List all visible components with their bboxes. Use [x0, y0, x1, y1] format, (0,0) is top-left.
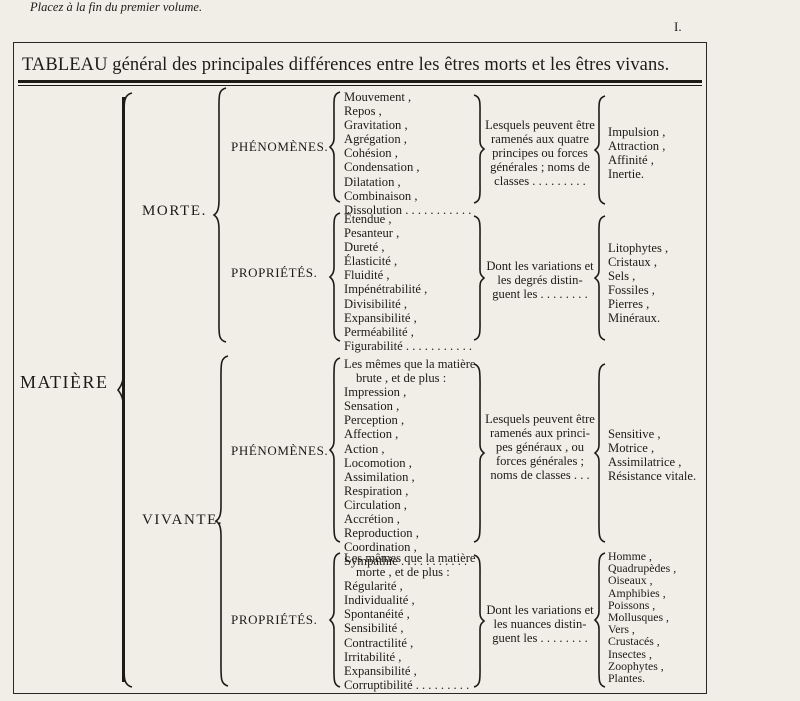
list-item: Condensation , [344, 160, 420, 175]
list-item: Élasticité , [344, 254, 398, 269]
morte-proprietes-close-brace [473, 215, 486, 341]
list-item: Les mêmes que la matière [344, 357, 476, 371]
list-item: Contractilité , [344, 635, 414, 650]
root-rule [122, 97, 125, 682]
list-item: Perception , [344, 413, 405, 428]
list-item: Perméabilité , [344, 324, 414, 339]
list-item: Coordination , [344, 540, 417, 555]
morte-phenomenes-causes: Lesquels peuvent être ramenés aux quatre… [485, 118, 595, 189]
morte-label: MORTE. [142, 203, 207, 219]
title-rule-thick [18, 80, 702, 83]
list-item: Circulation , [344, 497, 407, 512]
list-item: Reproduction , [344, 526, 419, 541]
list-item: Combinaison , [344, 188, 418, 203]
vivante-proprietes-causes: Dont les variations et les nuances disti… [486, 603, 594, 646]
page-number: I. [674, 19, 682, 34]
list-item: Figurabilité . . . . . . . . . . . [344, 338, 473, 353]
list-item: Divisibilité , [344, 296, 407, 311]
list-item: Étendue , [344, 212, 392, 226]
vivante-proprietes-close-brace [473, 554, 486, 688]
morte-phenomenes-brace [328, 91, 341, 203]
list-item: Individualité , [344, 593, 415, 608]
list-item: Impénétrabilité , [344, 282, 428, 297]
vivante-proprietes-result: Homme , Quadrupèdes , Oiseaux , Amphibie… [608, 549, 677, 686]
morte-brace [212, 87, 227, 343]
list-item: Repos , [344, 104, 382, 119]
list-item: brute , et de plus : [356, 371, 447, 386]
vivante-phenomenes-result: Sensitive , Motrice , Assimilatrice , Ré… [608, 427, 697, 484]
list-item: Action , [344, 441, 385, 456]
vivante-phenomenes-label: PHÉNOMÈNES. [231, 443, 329, 458]
morte-phenomenes-label: PHÉNOMÈNES. [231, 139, 329, 154]
vivante-proprietes-result-brace [593, 552, 606, 688]
list-item: Sensibilité , [344, 621, 404, 636]
list-item: Irritabilité , [344, 649, 402, 664]
list-item: Les mêmes que la matière [344, 551, 476, 565]
morte-phenomenes-close-brace [473, 94, 486, 204]
list-item: Impression , [344, 385, 407, 400]
vivante-phenomenes-list: Les mêmes que la matière brute , et de p… [344, 357, 475, 568]
vivante-phenomenes-brace [328, 357, 341, 543]
list-item: Spontanéité , [344, 607, 410, 622]
vivante-proprietes-label: PROPRIÉTÉS. [231, 612, 318, 627]
vivante-brace [214, 355, 229, 687]
vivante-proprietes-list: Les mêmes que la matière morte , et de p… [344, 551, 475, 692]
list-item: Dilatation , [344, 174, 401, 189]
morte-phenomenes-result: Impulsion , Attraction , Affinité , Iner… [608, 125, 666, 182]
vivante-label: VIVANTE. [142, 512, 224, 528]
list-item: Assimilation , [344, 469, 415, 484]
vivante-phenomenes-causes: Lesquels peuvent être ramenés aux princi… [485, 412, 595, 483]
list-item: Dissolution . . . . . . . . . . . [344, 202, 472, 217]
root-brace [116, 92, 133, 688]
list-item: Dureté , [344, 240, 385, 255]
list-item: Affection , [344, 427, 399, 442]
table-title: TABLEAU général des principales différen… [22, 55, 670, 75]
morte-proprietes-result: Litophytes , Cristaux , Sels , Fossiles … [608, 241, 669, 326]
morte-proprietes-result-brace [593, 215, 606, 341]
morte-proprietes-label: PROPRIÉTÉS. [231, 265, 318, 280]
list-item: Expansibilité , [344, 310, 417, 325]
list-item: Fluidité , [344, 268, 390, 283]
list-item: Corruptibilité . . . . . . . . . [344, 677, 470, 692]
list-item: Respiration , [344, 483, 409, 498]
morte-phenomenes-list: Mouvement , Repos , Gravitation , Agréga… [344, 90, 471, 217]
list-item: Expansibilité , [344, 663, 417, 678]
list-item: Régularité , [344, 579, 403, 594]
list-item: Pesanteur , [344, 226, 400, 241]
list-item: Agrégation , [344, 132, 407, 147]
list-item: morte , et de plus : [356, 565, 450, 580]
list-item: Sympathie . . . . . . . . . . . [344, 554, 468, 569]
vivante-proprietes-brace [328, 552, 341, 688]
title-rule-thin [18, 85, 702, 86]
list-item: Accrétion , [344, 512, 400, 527]
root-label-matiere: MATIÈRE [20, 372, 109, 392]
list-item: Locomotion , [344, 455, 412, 470]
list-item: Sensation , [344, 399, 400, 414]
morte-proprietes-causes: Dont les variations et les degrés distin… [486, 259, 594, 302]
list-item: Gravitation , [344, 118, 408, 133]
vivante-phenomenes-close-brace [473, 363, 486, 543]
morte-phenomenes-result-brace [593, 95, 606, 205]
placement-note: Placez à la fin du premier volume. [30, 0, 203, 14]
list-item: Cohésion , [344, 146, 398, 161]
table-frame [13, 42, 707, 694]
vivante-phenomenes-result-brace [593, 363, 606, 543]
list-item: Mouvement , [344, 90, 412, 104]
morte-proprietes-list: Étendue , Pesanteur , Dureté , Élasticit… [344, 212, 472, 353]
morte-proprietes-brace [328, 212, 341, 342]
